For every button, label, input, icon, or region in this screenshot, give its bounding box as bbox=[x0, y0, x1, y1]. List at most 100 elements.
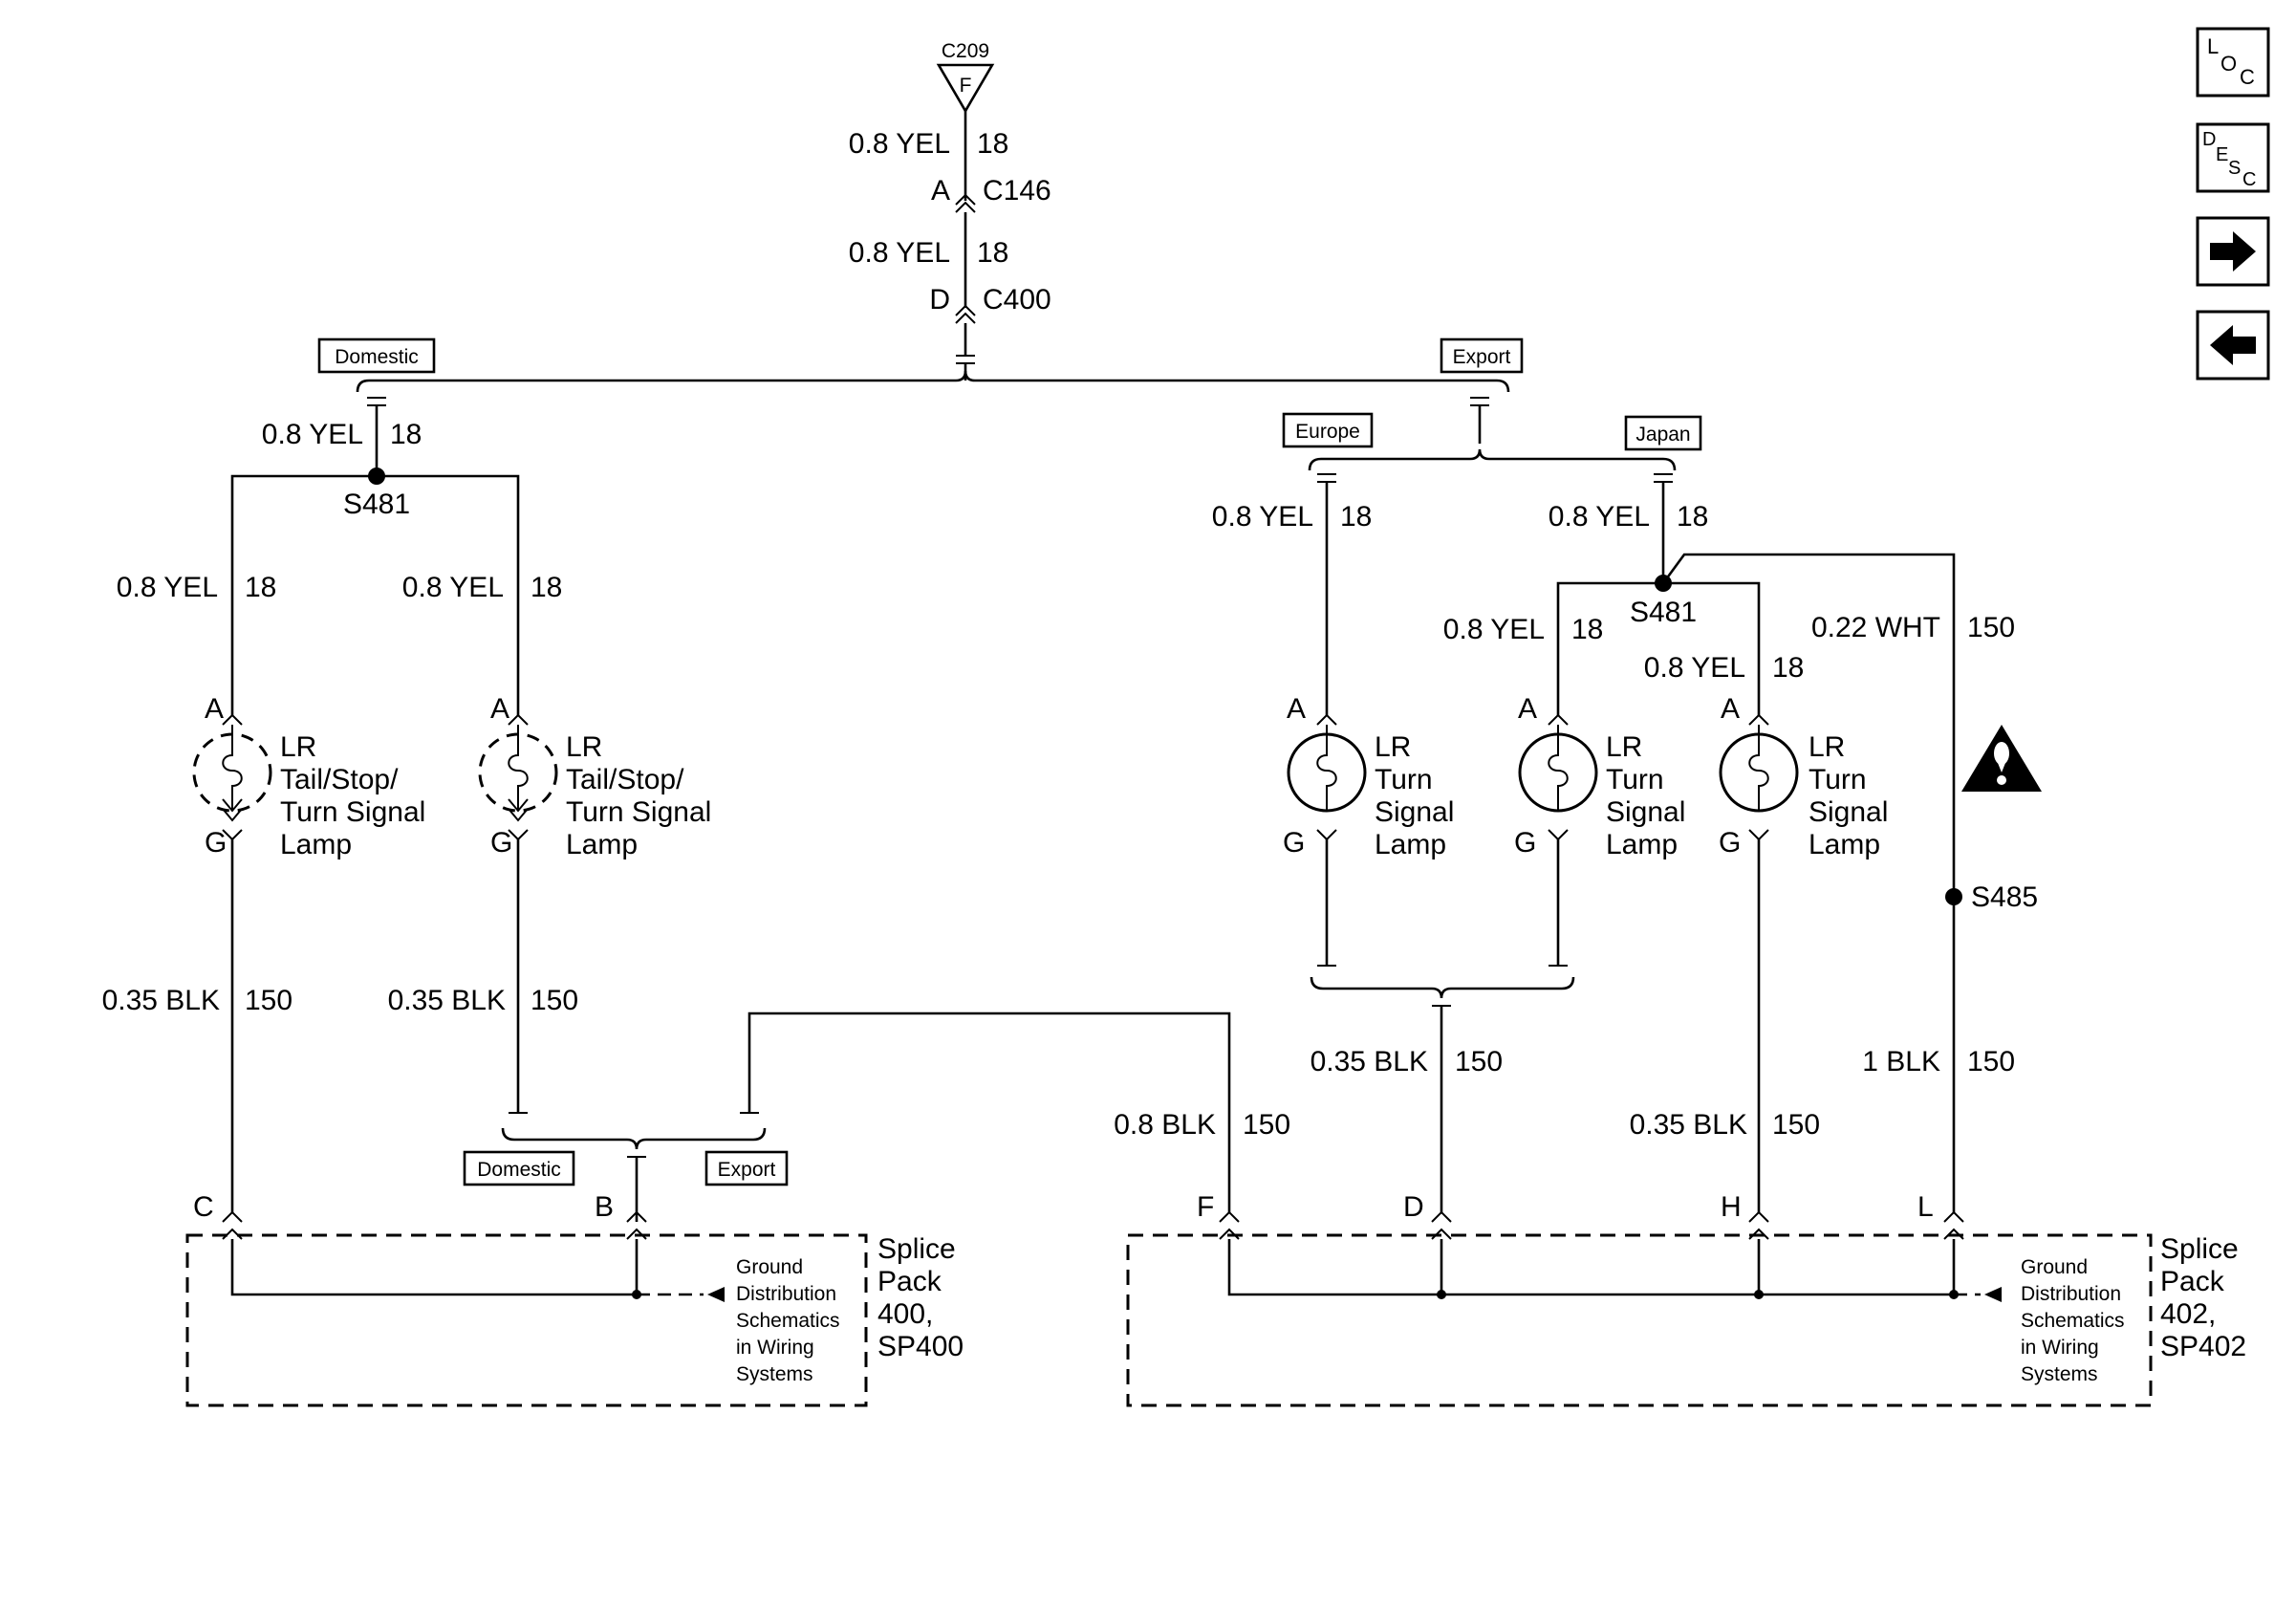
connector-c146-label: C146 bbox=[983, 175, 1051, 207]
export-ground-route-wire bbox=[747, 1012, 1231, 1212]
right-section: Europe Japan 0.8 YEL 18 0.8 YEL 18 S481 … bbox=[1114, 397, 2246, 1407]
option-box-domestic-top bbox=[317, 337, 436, 374]
lower-left-option-brace bbox=[501, 1127, 767, 1150]
sp402-label-2: Pack bbox=[2160, 1266, 2225, 1297]
left-feed-spec: 0.8 YEL bbox=[262, 419, 363, 450]
option-box-europe bbox=[1282, 412, 1374, 448]
left-lamp-2-ground-spec: 0.35 BLK bbox=[388, 985, 506, 1016]
top-option-bracket: Domestic Export bbox=[317, 337, 1524, 393]
left-lamp-2-ground-circuit: 150 bbox=[531, 985, 578, 1016]
option-box-domestic-lower bbox=[463, 1150, 575, 1186]
right-lamp-1-pin-g: G bbox=[1283, 827, 1305, 859]
connector-c400-pin: D bbox=[929, 284, 950, 315]
right-lamp-2-filament bbox=[1548, 725, 1569, 811]
right-lamp-1-terminal-g bbox=[1316, 829, 1337, 841]
left-lamp-1-name-3: Turn Signal bbox=[280, 796, 425, 828]
left-lamp-2-name-1: LR bbox=[566, 731, 602, 763]
sp402-pin-d: D bbox=[1403, 1191, 1424, 1223]
description-button-letter-3: S bbox=[2228, 158, 2241, 179]
right-lamp-1-name-2: Turn bbox=[1375, 764, 1433, 795]
left-lamp-2-pin-a: A bbox=[490, 693, 509, 725]
right-lamp-3-name-3: Signal bbox=[1809, 796, 1888, 828]
left-lamp-1: 0.8 YEL 18 A LR Tail/Stop/ Turn Signal L… bbox=[102, 572, 425, 1212]
europe-feed-circuit: 18 bbox=[1340, 501, 1372, 533]
right-splice-branches bbox=[1556, 581, 1761, 715]
sp400-ground-ref-arrow bbox=[707, 1287, 725, 1302]
sp402-ground-note-4: in Wiring bbox=[2021, 1337, 2099, 1359]
export-option-brace bbox=[1308, 448, 1677, 471]
feed-option-break bbox=[956, 355, 975, 364]
gnd-f-spec: 0.8 BLK bbox=[1114, 1109, 1216, 1141]
description-button-letter-2: E bbox=[2216, 144, 2228, 165]
gnd-h-spec: 0.35 BLK bbox=[1630, 1109, 1747, 1141]
sp400-ground-note-1: Ground bbox=[736, 1256, 803, 1278]
gnd-l-spec: 1 BLK bbox=[1862, 1046, 1940, 1077]
left-lamp-1-pin-g: G bbox=[205, 827, 227, 859]
right-lamp-2-wire-circuit: 18 bbox=[1571, 614, 1603, 645]
right-lamp-1-terminal-a bbox=[1316, 713, 1337, 726]
sp402-ground-note-3: Schematics bbox=[2021, 1310, 2125, 1332]
option-box-export-top bbox=[1440, 337, 1524, 374]
europe-option-break bbox=[1317, 473, 1336, 483]
arrow-right-icon bbox=[2210, 231, 2256, 272]
right-lamp-3-wire-circuit: 18 bbox=[1772, 652, 1804, 684]
sp400-ground-note-5: Systems bbox=[736, 1363, 813, 1385]
wht-wire-circuit: 150 bbox=[1967, 612, 2015, 643]
location-button-letter-1: L bbox=[2207, 34, 2219, 58]
connector-c209-pin: F bbox=[960, 75, 972, 97]
left-option-break bbox=[367, 397, 386, 406]
location-button[interactable]: L O C bbox=[2196, 27, 2270, 98]
connector-c209-label: C209 bbox=[942, 40, 989, 62]
feed-wire-1-spec: 0.8 YEL bbox=[849, 128, 950, 160]
left-lamp-1-ground-circuit: 150 bbox=[245, 985, 292, 1016]
sp400-label-2: Pack bbox=[877, 1266, 942, 1297]
next-page-button[interactable] bbox=[2196, 216, 2270, 287]
description-button[interactable]: D E S C bbox=[2196, 122, 2270, 193]
sp400-pin-c: C bbox=[193, 1191, 214, 1223]
left-lamp-1-pin-a: A bbox=[205, 693, 224, 725]
right-lamp-3-pin-g: G bbox=[1719, 827, 1741, 859]
left-feed-circuit: 18 bbox=[390, 419, 422, 450]
option-label-export-lower: Export bbox=[718, 1159, 776, 1181]
sp400-ground-note-2: Distribution bbox=[736, 1283, 836, 1305]
left-splice-branches bbox=[230, 474, 520, 715]
splice-s485-label: S485 bbox=[1971, 881, 2038, 913]
option-label-export-top: Export bbox=[1453, 346, 1511, 368]
left-lamp-1-name-4: Lamp bbox=[280, 829, 352, 860]
sp402-bus-node-d bbox=[1437, 1290, 1446, 1299]
right-lamp-2-wire-spec: 0.8 YEL bbox=[1443, 614, 1545, 645]
feed-wire-2-spec: 0.8 YEL bbox=[849, 237, 950, 269]
sp400-label-3: 400, bbox=[877, 1298, 933, 1330]
left-lamp-2-wire-circuit: 18 bbox=[531, 572, 562, 603]
left-lamp-2-name-2: Tail/Stop/ bbox=[566, 764, 684, 795]
sp400-label-4: SP400 bbox=[877, 1331, 964, 1362]
option-label-domestic-lower: Domestic bbox=[477, 1159, 561, 1181]
left-lamp-1-name-1: LR bbox=[280, 731, 316, 763]
left-lamp-2-pin-g: G bbox=[490, 827, 512, 859]
previous-page-button[interactable] bbox=[2196, 310, 2270, 381]
right-lamp-3-name-2: Turn bbox=[1809, 764, 1867, 795]
feed-wire-2-circuit: 18 bbox=[977, 237, 1008, 269]
right-lamp-1-name-4: Lamp bbox=[1375, 829, 1446, 860]
sp402-ground-ref-arrow bbox=[1984, 1287, 2002, 1302]
japan-feed-spec: 0.8 YEL bbox=[1549, 501, 1650, 533]
sp402-ground-note-5: Systems bbox=[2021, 1363, 2098, 1385]
sp402-pin-f: F bbox=[1197, 1191, 1214, 1223]
left-lamp-1-wire-spec: 0.8 YEL bbox=[117, 572, 218, 603]
right-lamp-2-name-4: Lamp bbox=[1606, 829, 1678, 860]
connector-c146-symbol bbox=[955, 193, 976, 213]
connector-c400-symbol bbox=[955, 304, 976, 324]
left-lamp-2-name-4: Lamp bbox=[566, 829, 638, 860]
left-lamp-1-filament bbox=[222, 725, 243, 822]
description-button-letter-4: C bbox=[2242, 169, 2256, 190]
sp400-ground-note-3: Schematics bbox=[736, 1310, 840, 1332]
sp400-label-1: Splice bbox=[877, 1233, 956, 1265]
left-lamp-2-terminal-a bbox=[508, 713, 529, 726]
right-lamp-2-name-3: Signal bbox=[1606, 796, 1685, 828]
europe-feed-spec: 0.8 YEL bbox=[1212, 501, 1313, 533]
option-label-domestic-top: Domestic bbox=[335, 346, 419, 368]
right-lamp-3-name-4: Lamp bbox=[1809, 829, 1880, 860]
warning-icon[interactable] bbox=[1961, 725, 2042, 792]
connector-c146-pin: A bbox=[931, 175, 950, 207]
